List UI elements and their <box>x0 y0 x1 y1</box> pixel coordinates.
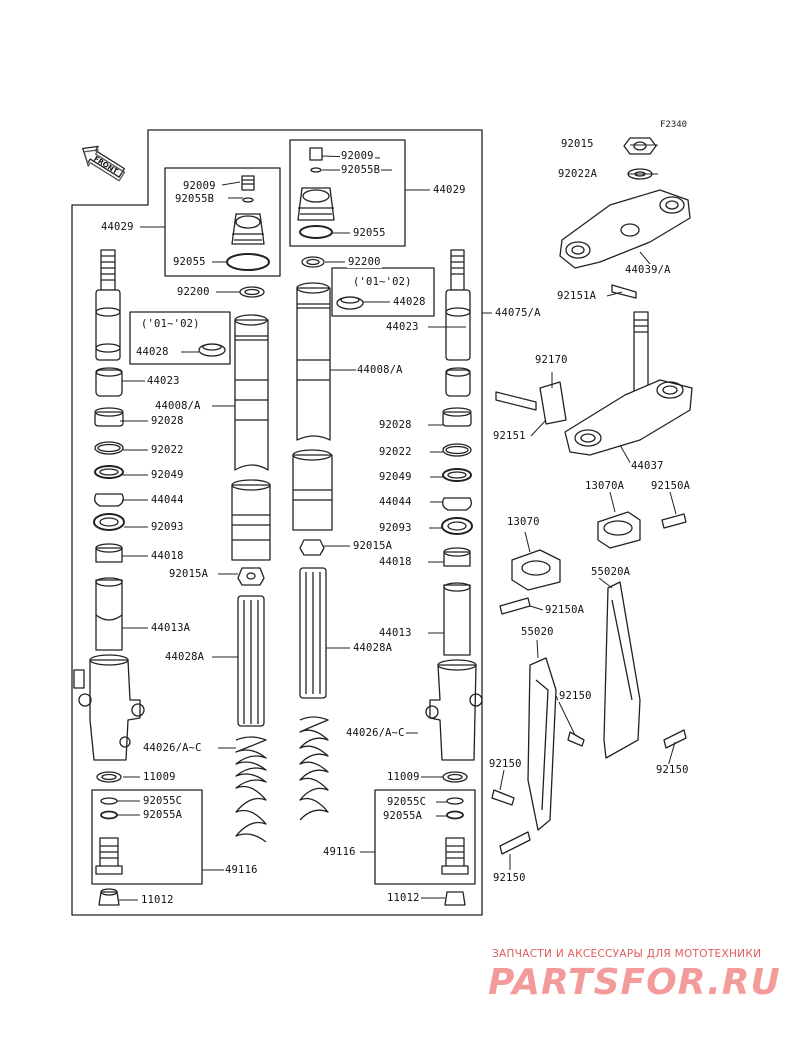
part-label: 92055B <box>174 193 216 205</box>
part-label: 11009 <box>386 771 421 783</box>
part-label: 92200 <box>347 256 382 268</box>
part-label: 44018 <box>150 550 185 562</box>
part-label: 92022A <box>557 168 599 180</box>
part-label: 92055C <box>386 796 428 808</box>
part-label: 49116 <box>322 846 357 858</box>
front-direction-arrow-icon: FRONT <box>82 145 126 182</box>
part-label: ('01~'02) <box>140 318 201 330</box>
right-damper-parts <box>292 147 364 821</box>
part-label: 44028A <box>352 642 394 654</box>
part-label: 44029 <box>100 221 135 233</box>
part-label: 44023 <box>146 375 181 387</box>
part-label: 92093 <box>378 522 413 534</box>
part-label: 92015 <box>560 138 595 150</box>
part-label: 44026/A~C <box>345 727 406 739</box>
part-label: 92028 <box>378 419 413 431</box>
left-fork-parts <box>73 249 145 906</box>
part-label: 55020 <box>520 626 555 638</box>
part-label: 92150 <box>655 764 690 776</box>
left-damper-parts <box>198 175 271 843</box>
part-label: 44008/A <box>154 400 202 412</box>
part-label: 92151A <box>556 290 598 302</box>
valve-kit-box-left <box>91 789 203 885</box>
part-label: 92055A <box>142 809 184 821</box>
part-label: ('01~'02) <box>352 276 413 288</box>
year-box-left <box>129 311 231 365</box>
part-label: 44039/A <box>624 264 672 276</box>
year-box-right <box>331 267 435 317</box>
part-label: 92009 <box>340 150 375 162</box>
part-label: 44029 <box>432 184 467 196</box>
right-fork-parts <box>425 249 483 906</box>
part-label: 92055 <box>172 256 207 268</box>
part-label: 92200 <box>176 286 211 298</box>
part-label: 92015A <box>352 540 394 552</box>
part-label: 92170 <box>534 354 569 366</box>
part-label: 55020A <box>590 566 632 578</box>
part-label: 92009 <box>182 180 217 192</box>
part-label: 92055A <box>382 810 424 822</box>
part-label: 44075/A <box>494 307 542 319</box>
valve-kit-box-right <box>374 789 476 885</box>
figure-code: F2340 <box>660 120 688 130</box>
part-label: 44028 <box>135 346 170 358</box>
part-label: 44018 <box>378 556 413 568</box>
part-label: 49116 <box>224 864 259 876</box>
watermark-logo: PARTSFOR.RU <box>488 962 781 1003</box>
part-label: 44037 <box>630 460 665 472</box>
part-label: 92150A <box>650 480 692 492</box>
cap-kit-box-left <box>164 167 281 277</box>
part-label: 92150 <box>492 872 527 884</box>
part-label: 11012 <box>386 892 421 904</box>
part-label: 92049 <box>150 469 185 481</box>
part-label: 44044 <box>378 496 413 508</box>
part-label: 92151 <box>492 430 527 442</box>
part-label: 44008/A <box>356 364 404 376</box>
steering-parts <box>491 137 693 855</box>
part-label: 92150A <box>544 604 586 616</box>
part-label: 44026/A~C <box>142 742 203 754</box>
part-label: 44044 <box>150 494 185 506</box>
cap-kit-box-right <box>289 139 406 247</box>
part-label: 92150 <box>488 758 523 770</box>
part-label: 92055C <box>142 795 184 807</box>
part-label: 44023 <box>385 321 420 333</box>
part-label: 44028 <box>392 296 427 308</box>
part-label: 13070A <box>584 480 626 492</box>
part-label: 92022 <box>150 444 185 456</box>
part-label: 92022 <box>378 446 413 458</box>
part-label: 44013 <box>378 627 413 639</box>
part-label: 92049 <box>378 471 413 483</box>
part-label: 92015A <box>168 568 210 580</box>
part-label: 92093 <box>150 521 185 533</box>
part-label: 44028A <box>164 651 206 663</box>
part-label: 13070 <box>506 516 541 528</box>
part-label: 92055 <box>352 227 387 239</box>
part-label: 92150 <box>558 690 593 702</box>
fork-assembly-frame <box>71 129 483 916</box>
part-label: 92055B <box>340 164 382 176</box>
part-label: 11009 <box>142 771 177 783</box>
part-label: 44013A <box>150 622 192 634</box>
watermark-tagline: ЗАПЧАСТИ И АКСЕССУАРЫ ДЛЯ МОТОТЕХНИКИ <box>492 948 762 960</box>
part-label: 11012 <box>140 894 175 906</box>
part-label: 92028 <box>150 415 185 427</box>
